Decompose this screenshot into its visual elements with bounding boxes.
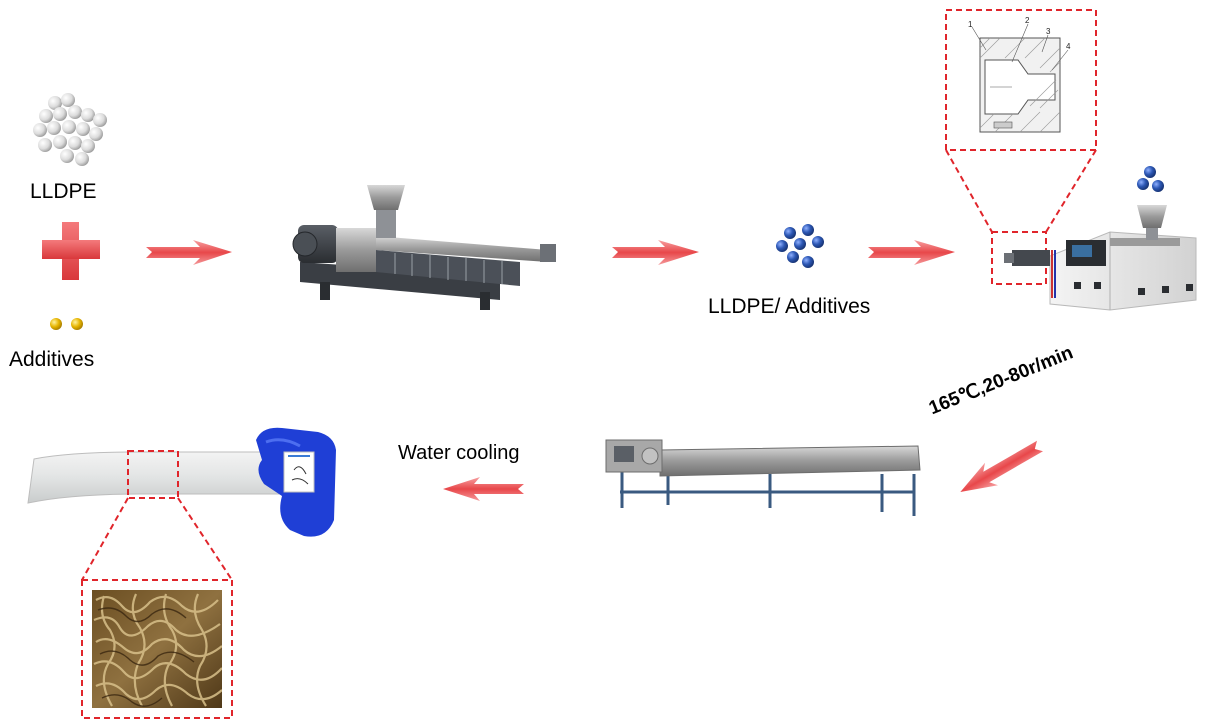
water-cooling-tank-image: [605, 439, 921, 516]
glove-image: [256, 427, 336, 537]
twin-screw-extruder-image: [292, 185, 556, 310]
micrograph-image: [92, 590, 222, 708]
blend-label: LLDPE/ Additives: [708, 295, 871, 318]
yellow-particles-icon: [50, 318, 83, 330]
lldpe-label: LLDPE: [30, 180, 97, 203]
arrow-icon: [960, 440, 1043, 492]
schematic-number-1: 1: [968, 20, 973, 29]
arrow-icon: [443, 477, 524, 501]
schematic-number-4: 4: [1066, 42, 1071, 51]
schematic-number-2: 2: [1025, 16, 1030, 25]
water-cooling-label: Water cooling: [398, 442, 520, 464]
plus-icon: [42, 222, 100, 280]
white-pellets-icon: [33, 93, 107, 166]
additives-label: Additives: [9, 348, 95, 371]
blue-pellets-icon: [776, 224, 824, 268]
single-screw-extruder-image: [1004, 205, 1197, 311]
blue-pellets-icon: [1137, 166, 1164, 192]
arrow-icon: [868, 240, 955, 265]
die-cross-section-drawing: 1 2 3 4: [968, 16, 1071, 133]
arrow-icon: [146, 240, 232, 265]
arrow-icon: [612, 240, 699, 265]
die-schematic-callout: 1 2 3 4: [945, 9, 1097, 285]
schematic-number-3: 3: [1046, 27, 1051, 36]
